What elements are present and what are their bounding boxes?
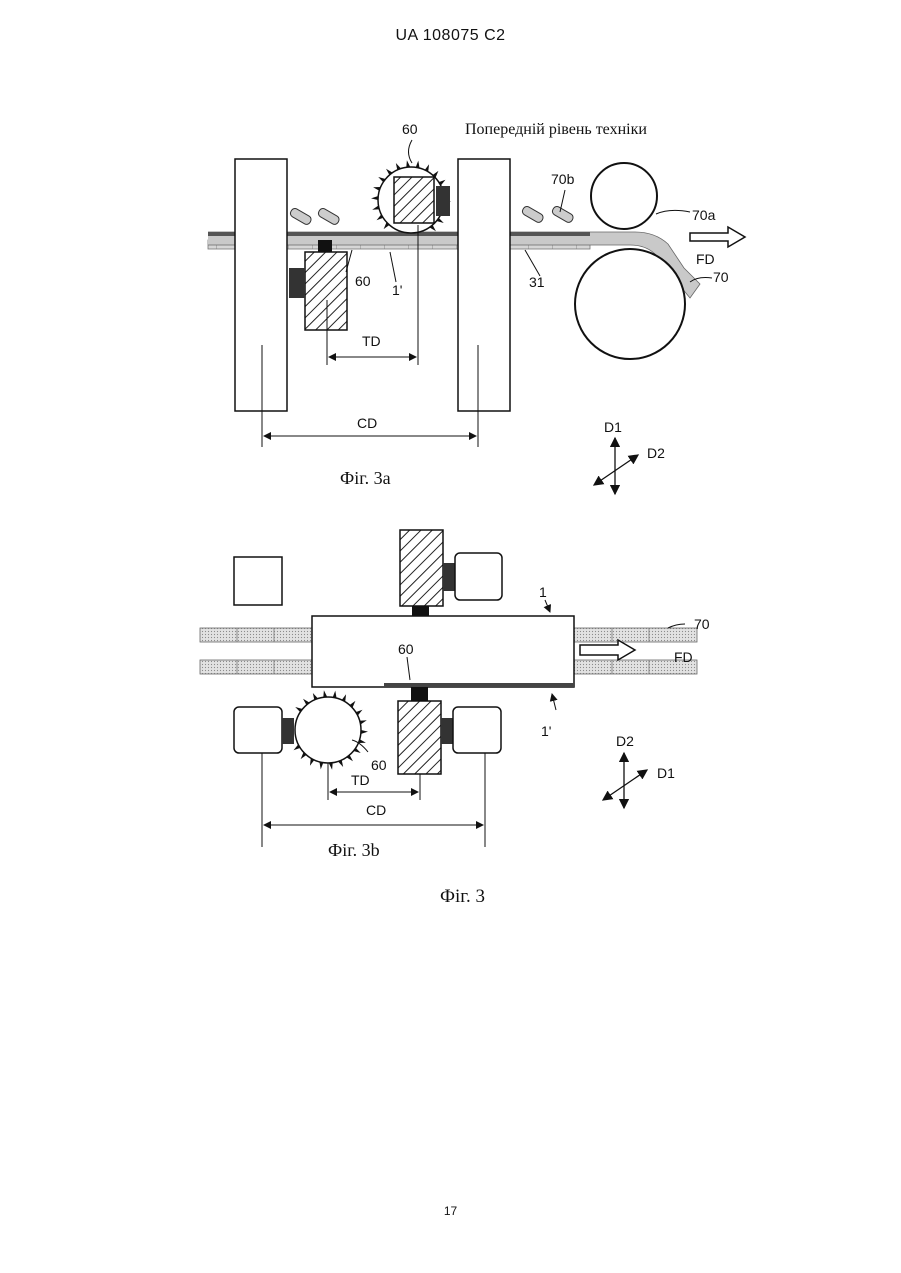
caption-fig-3b: Фіг. 3b <box>328 840 380 860</box>
lower-left-motor-b <box>234 707 282 753</box>
upper-left-square <box>234 557 282 605</box>
lower-block-tip <box>318 240 332 252</box>
label-web: 70 <box>713 269 729 285</box>
label-feed-direction: FD <box>696 251 715 267</box>
comb-tooth <box>360 720 367 724</box>
label-product-edge-b: 1' <box>541 723 551 739</box>
d1-axis-arrow-b <box>603 770 647 800</box>
comb-tooth <box>319 762 323 769</box>
figure-3b: 1 70 FD 60 60 1' TD CD D2 D1 Фіг. 3b <box>200 530 710 860</box>
upper-coupling-b <box>443 563 455 591</box>
feed-direction-arrow <box>690 227 745 247</box>
lower-hatched-block-b <box>398 701 441 774</box>
upper-motor-b <box>455 553 502 600</box>
label-td: TD <box>362 333 381 349</box>
label-d1-b: D1 <box>657 765 675 781</box>
label-d2: D2 <box>647 445 665 461</box>
product-block <box>312 616 574 687</box>
comb-tooth <box>372 205 379 209</box>
lower-hatched-block <box>305 252 347 330</box>
label-fibers: 70b <box>551 171 575 187</box>
label-cd: CD <box>357 415 377 431</box>
label-comb-bottom: 60 <box>355 273 371 289</box>
label-product: 1' <box>392 282 402 298</box>
upper-hatched-block-b <box>400 530 443 606</box>
lower-block-tip-b <box>411 687 428 701</box>
comb-coupling-b <box>282 718 294 744</box>
label-d1: D1 <box>604 419 622 435</box>
label-web-b: 70 <box>694 616 710 632</box>
label-d2-b: D2 <box>616 733 634 749</box>
lower-right-motor-b <box>453 707 501 753</box>
comb-tooth <box>406 160 410 167</box>
feed-direction-arrow-b <box>580 640 635 660</box>
caption-fig-3a: Фіг. 3a <box>340 468 391 488</box>
left-support-column <box>235 159 287 411</box>
comb-tooth <box>371 196 378 200</box>
label-cd-b: CD <box>366 802 386 818</box>
label-feed-direction-b: FD <box>674 649 693 665</box>
lower-roller <box>575 249 685 359</box>
label-belt: 31 <box>529 274 545 290</box>
upper-hatched-block <box>394 177 434 223</box>
prior-art-label: Попередній рівень техніки <box>465 121 647 138</box>
upper-block-tip-b <box>412 606 429 616</box>
label-roller-top: 70a <box>692 207 716 223</box>
comb-tooth <box>333 691 337 698</box>
label-product-b: 1 <box>539 584 547 600</box>
label-td-b: TD <box>351 772 370 788</box>
upper-motor-coupling <box>436 186 450 216</box>
comb-tooth <box>416 161 420 168</box>
lower-motor-coupling <box>289 268 305 298</box>
d2-axis-arrow <box>594 455 638 485</box>
upper-roller <box>591 163 657 229</box>
right-support-column <box>458 159 510 411</box>
label-comb-top: 60 <box>402 121 418 137</box>
lower-coupling-b <box>441 718 453 744</box>
comb-tooth <box>323 690 327 697</box>
figure-3a: Попередній рівень техніки <box>208 121 745 494</box>
product-edge-layer <box>384 683 574 687</box>
comb-tooth <box>329 763 333 770</box>
label-comb-center-b: 60 <box>398 641 414 657</box>
label-comb-circle-b: 60 <box>371 757 387 773</box>
comb-roll-b <box>295 697 361 763</box>
page-number: 17 <box>0 1204 901 1218</box>
comb-tooth <box>361 730 368 734</box>
caption-fig-3: Фіг. 3 <box>440 886 485 907</box>
